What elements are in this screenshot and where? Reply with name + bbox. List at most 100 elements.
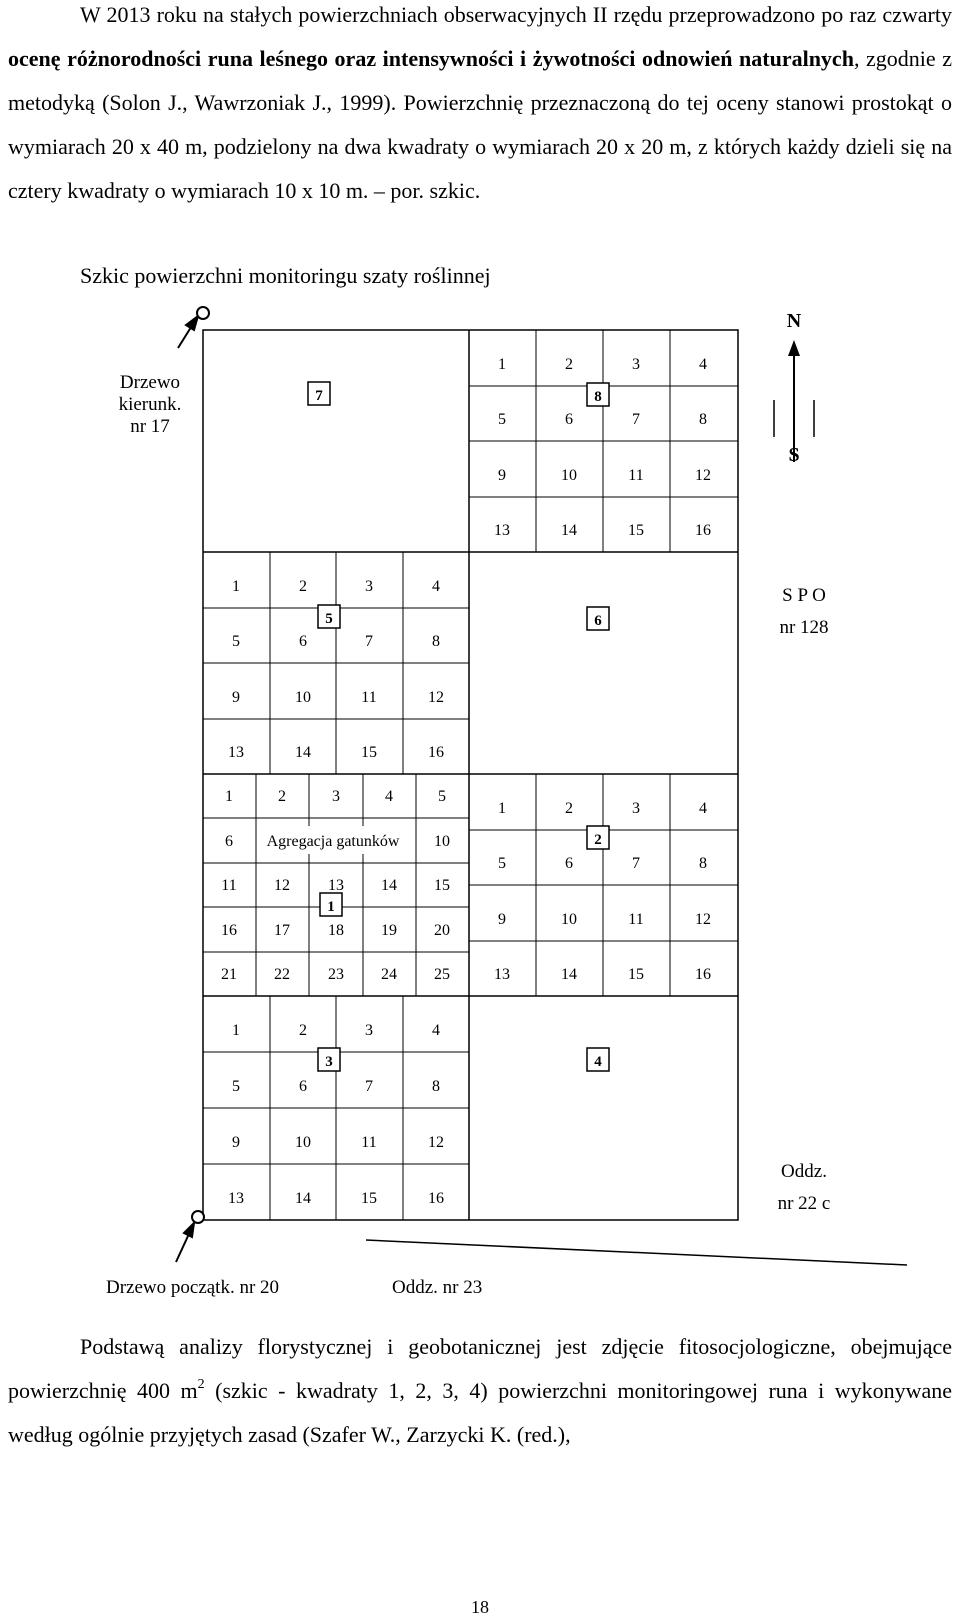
svg-text:13: 13 — [228, 744, 244, 761]
svg-text:14: 14 — [561, 522, 577, 539]
oddz23-label: Oddz. nr 23 — [392, 1277, 482, 1298]
tree-direction-label-line1: Drzewo — [120, 372, 180, 393]
svg-text:15: 15 — [628, 522, 644, 539]
tree-direction-label-line3: nr 17 — [130, 416, 170, 437]
svg-text:15: 15 — [361, 1190, 377, 1207]
svg-text:21: 21 — [221, 966, 237, 983]
svg-text:15: 15 — [628, 966, 644, 983]
svg-text:14: 14 — [295, 744, 311, 761]
tree-direction-arrowhead — [184, 313, 200, 332]
svg-text:5: 5 — [232, 1078, 240, 1095]
svg-text:24: 24 — [381, 966, 397, 983]
intro-text-start: W 2013 roku na stałych powierzchniach ob… — [80, 2, 952, 27]
analysis-paragraph: Podstawą analizy florystycznej i geobota… — [8, 1325, 952, 1457]
svg-text:10: 10 — [561, 911, 577, 928]
quadrat-label-3: 3 — [325, 1054, 333, 1070]
tree-direction-marker-circle — [196, 306, 210, 320]
svg-text:12: 12 — [428, 689, 444, 706]
svg-text:11: 11 — [361, 1134, 376, 1151]
tree-start-label: Drzewo początk. nr 20 — [106, 1277, 279, 1298]
svg-text:12: 12 — [695, 911, 711, 928]
quadrat-id-boxes — [307, 381, 610, 1072]
svg-text:23: 23 — [328, 966, 344, 983]
intro-paragraph: W 2013 roku na stałych powierzchniach ob… — [8, 0, 952, 213]
svg-text:2: 2 — [565, 800, 573, 817]
svg-text:6: 6 — [565, 855, 573, 872]
svg-text:2: 2 — [299, 1022, 307, 1039]
svg-text:12: 12 — [428, 1134, 444, 1151]
svg-text:3: 3 — [632, 356, 640, 373]
svg-text:3: 3 — [332, 788, 340, 805]
quadrat-label-8: 8 — [594, 389, 602, 405]
svg-text:7: 7 — [365, 1078, 373, 1095]
svg-text:11: 11 — [361, 689, 376, 706]
aggregation-label: Agregacja gatunków — [267, 833, 400, 850]
svg-text:3: 3 — [365, 578, 373, 595]
svg-text:11: 11 — [628, 911, 643, 928]
sketch-title: Szkic powierzchni monitoringu szaty rośl… — [80, 263, 491, 288]
svg-text:4: 4 — [385, 788, 393, 805]
spo-label-line1: S P O — [782, 585, 826, 606]
svg-text:9: 9 — [232, 1134, 240, 1151]
svg-text:8: 8 — [699, 411, 707, 428]
svg-text:14: 14 — [561, 966, 577, 983]
quadrat-label-4: 4 — [594, 1054, 602, 1070]
svg-text:2: 2 — [278, 788, 286, 805]
svg-text:4: 4 — [699, 356, 707, 373]
svg-text:6: 6 — [299, 633, 307, 650]
oddz22-label-line2: nr 22 c — [778, 1193, 831, 1214]
svg-text:4: 4 — [699, 800, 707, 817]
svg-text:16: 16 — [428, 744, 444, 761]
sketch-annotations: Drzewo kierunk. nr 17 S P O nr 128 Oddz.… — [106, 372, 830, 1298]
svg-text:16: 16 — [695, 966, 711, 983]
svg-text:2: 2 — [565, 356, 573, 373]
north-label: N — [787, 310, 802, 332]
svg-text:13: 13 — [494, 966, 510, 983]
svg-text:10: 10 — [295, 689, 311, 706]
svg-text:13: 13 — [228, 1190, 244, 1207]
svg-text:6: 6 — [299, 1078, 307, 1095]
area-unit-superscript: 2 — [197, 1377, 205, 1392]
svg-text:1: 1 — [225, 788, 233, 805]
svg-text:3: 3 — [365, 1022, 373, 1039]
svg-text:19: 19 — [381, 922, 397, 939]
svg-text:9: 9 — [498, 911, 506, 928]
svg-text:5: 5 — [438, 788, 446, 805]
svg-text:20: 20 — [434, 922, 450, 939]
svg-text:17: 17 — [274, 922, 290, 939]
svg-text:4: 4 — [432, 1022, 440, 1039]
svg-text:9: 9 — [232, 689, 240, 706]
plot-outline — [202, 329, 739, 1221]
svg-text:11: 11 — [221, 877, 236, 894]
svg-text:16: 16 — [428, 1190, 444, 1207]
svg-text:14: 14 — [295, 1190, 311, 1207]
svg-text:7: 7 — [632, 411, 640, 428]
svg-text:7: 7 — [365, 633, 373, 650]
svg-text:15: 15 — [361, 744, 377, 761]
svg-text:18: 18 — [328, 922, 344, 939]
svg-text:16: 16 — [695, 522, 711, 539]
svg-text:2: 2 — [299, 578, 307, 595]
svg-text:9: 9 — [498, 467, 506, 484]
svg-text:15: 15 — [434, 877, 450, 894]
quadrat-id-labels: 7 8 5 6 2 1 3 4 — [315, 388, 602, 1070]
sketch-frame — [202, 329, 739, 1221]
svg-text:1: 1 — [232, 578, 240, 595]
svg-text:3: 3 — [632, 800, 640, 817]
aggregation-label-background — [258, 826, 408, 854]
quadrat-label-2: 2 — [594, 832, 602, 848]
svg-text:11: 11 — [628, 467, 643, 484]
svg-text:1: 1 — [498, 800, 506, 817]
svg-text:14: 14 — [381, 877, 397, 894]
quadrat-label-1: 1 — [327, 899, 335, 915]
svg-text:25: 25 — [434, 966, 450, 983]
subgrid-lines — [203, 330, 738, 1220]
analysis-text-start: Podstawą analizy florystycznej i geobota… — [8, 1334, 952, 1403]
svg-text:5: 5 — [232, 633, 240, 650]
svg-text:4: 4 — [432, 578, 440, 595]
quadrat-label-7: 7 — [315, 388, 323, 404]
